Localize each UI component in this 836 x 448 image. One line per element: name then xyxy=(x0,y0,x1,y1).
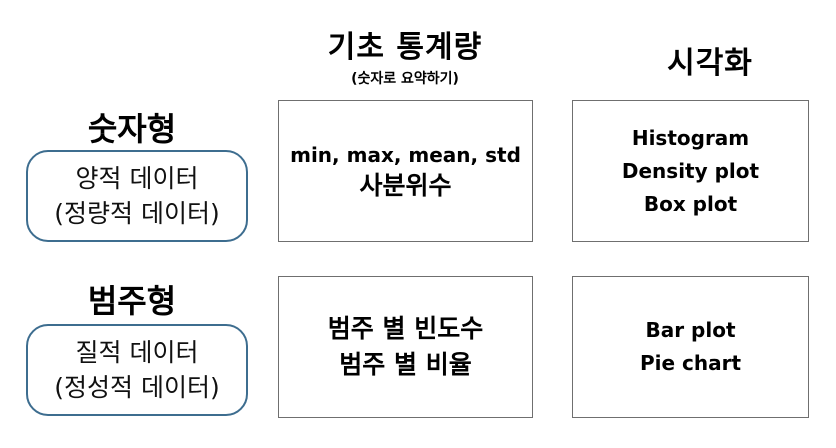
categorical-stats-box: 범주 별 빈도수 범주 별 비율 xyxy=(278,276,533,418)
row-title-numeric: 숫자형 xyxy=(87,110,177,148)
viz-item-histogram: Histogram xyxy=(631,125,750,150)
categorical-viz-box: Bar plot Pie chart xyxy=(572,276,809,418)
categorical-label-line1: 질적 데이터 xyxy=(75,338,199,367)
numeric-label-line1: 양적 데이터 xyxy=(75,164,199,193)
categorical-stats-line1: 범주 별 빈도수 xyxy=(327,314,484,343)
numeric-stats-line1: min, max, mean, std xyxy=(290,143,521,167)
numeric-data-label-box: 양적 데이터 (정량적 데이터) xyxy=(26,150,248,242)
viz-item-pie-chart: Pie chart xyxy=(639,351,742,375)
viz-item-box-plot: Box plot xyxy=(643,191,738,216)
numeric-viz-box: Histogram Density plot Box plot xyxy=(572,100,809,242)
header-basic-stats: 기초 통계량 xyxy=(327,30,483,65)
viz-item-bar-plot: Bar plot xyxy=(645,318,736,342)
row-title-categorical: 범주형 xyxy=(87,282,177,320)
categorical-stats-line2: 범주 별 비율 xyxy=(339,350,472,379)
header-visualization: 시각화 xyxy=(667,46,753,81)
numeric-label-line2: (정량적 데이터) xyxy=(54,199,220,228)
numeric-stats-line2: 사분위수 xyxy=(359,171,452,200)
categorical-label-line2: (정성적 데이터) xyxy=(54,373,220,402)
numeric-stats-box: min, max, mean, std 사분위수 xyxy=(278,100,533,242)
viz-item-density-plot: Density plot xyxy=(621,158,760,183)
header-basic-stats-subtitle: (숫자로 요약하기) xyxy=(351,71,459,87)
categorical-data-label-box: 질적 데이터 (정성적 데이터) xyxy=(26,324,248,416)
